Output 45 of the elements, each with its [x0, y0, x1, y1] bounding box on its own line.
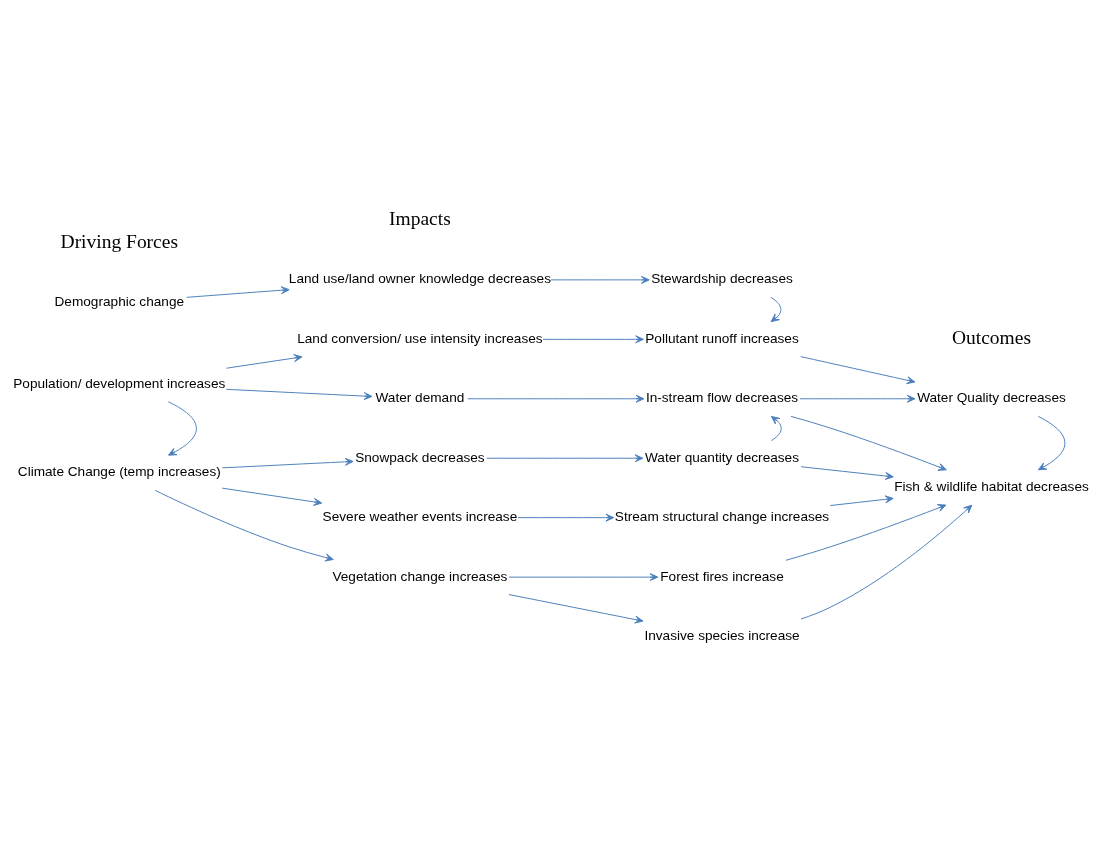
node-text: Climate Change (temp increases)	[17, 463, 221, 479]
node-text: Water demand	[375, 389, 465, 405]
arrow	[770, 415, 782, 441]
arrow	[1037, 415, 1066, 470]
node-text: Water quantity decreases	[645, 449, 800, 465]
arrow	[225, 388, 373, 400]
node-text: Severe weather events increase	[322, 508, 518, 524]
arrow	[221, 457, 354, 468]
node-text: Stewardship decreases	[651, 270, 793, 286]
arrow	[800, 465, 894, 480]
arrow	[186, 285, 290, 298]
label: Outcomes	[951, 326, 1031, 348]
arrow	[800, 355, 916, 384]
node-text: Forest fires increase	[660, 568, 784, 584]
node-text: Fish & wildlife habitat decreases	[894, 478, 1089, 494]
node-text: In-stream flow decreases	[645, 389, 799, 405]
arrow	[225, 353, 303, 369]
node-text: Snowpack decreases	[355, 449, 485, 465]
arrow	[770, 296, 782, 322]
node-text: Water Quality decreases	[917, 389, 1066, 405]
node-text: Demographic change	[54, 293, 185, 309]
arrow	[542, 334, 644, 343]
arrow	[517, 513, 615, 522]
arrow	[800, 504, 973, 619]
arrow	[221, 487, 323, 506]
label: Impacts	[389, 207, 451, 229]
arrow	[799, 394, 916, 403]
arrow	[154, 489, 334, 561]
arrow	[508, 593, 644, 623]
node-text: Vegetation change increases	[332, 568, 508, 584]
arrow	[167, 400, 197, 456]
arrow	[508, 572, 659, 581]
arrow	[790, 415, 947, 471]
node-text: Invasive species increase	[644, 627, 800, 643]
label: Driving Forces	[60, 230, 179, 252]
arrow	[486, 453, 644, 462]
node-text: Pollutant runoff increases	[645, 330, 799, 346]
arrow	[829, 494, 894, 506]
arrow	[467, 394, 645, 403]
node-text: Land use/land owner knowledge decreases	[288, 270, 551, 286]
node-text: Land conversion/ use intensity increases	[297, 330, 543, 346]
node-text: Population/ development increases	[13, 375, 226, 391]
node-text: Stream structural change increases	[614, 508, 830, 524]
arrow	[550, 275, 650, 284]
arrow	[785, 503, 947, 561]
